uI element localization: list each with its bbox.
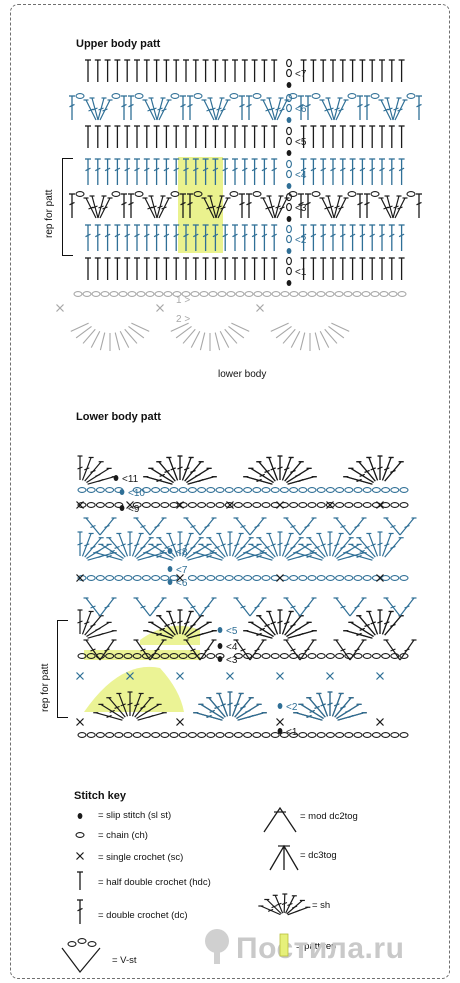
- lower-row-number: <5: [226, 626, 238, 637]
- lower-row-number: <6: [176, 578, 188, 589]
- watermark-text: Постила.ru: [236, 932, 405, 965]
- lower-row-11-shells: [77, 455, 404, 485]
- upper-row-1: [85, 257, 405, 280]
- svg-text:2 >: 2 >: [176, 314, 190, 325]
- lower-row-number: <3: [226, 655, 238, 666]
- key-label-mod-dc2tog: = mod dc2tog: [300, 811, 358, 822]
- upper-row-2: [85, 224, 405, 251]
- upper-chart-title: Upper body patt: [76, 38, 161, 50]
- key-label-hdc: = half double crochet (hdc): [98, 877, 211, 888]
- upper-turning-chain: <1 <2 <3 <4 <5 <6 <7: [286, 58, 307, 286]
- upper-row-7: [85, 59, 405, 82]
- key-label-shell: = sh: [312, 900, 331, 911]
- upper-row-number: <2: [295, 235, 307, 246]
- stitch-key-title: Stitch key: [74, 790, 126, 802]
- lower-patt-rep-highlight: [84, 625, 200, 712]
- lower-chart-title: Lower body patt: [76, 411, 161, 423]
- lower-row-number: <11: [122, 474, 139, 485]
- upper-row-4: [85, 158, 405, 185]
- upper-lower-body-preview: 1 > 2 >: [56, 291, 407, 351]
- key-label-single-crochet: = single crochet (sc): [98, 852, 184, 863]
- stitch-key-symbols: [61, 806, 311, 973]
- lower-body-label: lower body: [218, 369, 267, 380]
- lower-row-8-shells: [77, 531, 404, 561]
- lower-row-number: <4: [226, 642, 238, 653]
- panel-frame: [10, 4, 450, 979]
- upper-row-3: [69, 191, 422, 219]
- lower-row-9-10: [76, 487, 417, 536]
- upper-row-5: [85, 125, 405, 148]
- lower-row-2-shells: [76, 691, 384, 726]
- lower-row-number: <1: [286, 727, 298, 738]
- key-label-slip-stitch: = slip stitch (sl st): [98, 810, 172, 821]
- lower-row-number: <10: [128, 488, 145, 499]
- lower-row-6-7: [76, 574, 417, 617]
- upper-rep-bracket: [62, 158, 73, 256]
- lower-rep-bracket: [57, 620, 68, 718]
- upper-row-number: <7: [295, 69, 307, 80]
- upper-row-number: <5: [295, 137, 307, 148]
- upper-row-number: <6: [295, 104, 307, 115]
- upper-patt-rep-highlight: [178, 157, 223, 253]
- key-label-dc: = double crochet (dc): [98, 910, 188, 921]
- lower-row-number: <8: [176, 547, 188, 558]
- key-label-dc3tog: = dc3tog: [300, 850, 337, 861]
- lower-row-numbers: <1 <2 <3 <4 <5 <6 <7 <8 <9 <10 <11: [113, 474, 298, 738]
- svg-text:1 >: 1 >: [176, 295, 190, 306]
- upper-row-number: <1: [295, 267, 307, 278]
- key-label-chain: = chain (ch): [98, 830, 148, 841]
- lower-row-3-4: [76, 639, 417, 680]
- key-label-v-st: = V-st: [112, 955, 137, 966]
- lower-row-number: <2: [286, 702, 298, 713]
- lower-foundation-chain: [77, 732, 409, 738]
- upper-row-number: <3: [295, 203, 307, 214]
- upper-row-number: <4: [295, 170, 307, 181]
- lower-row-number: <9: [128, 504, 140, 515]
- key-label-patt-rep: = patt rep: [296, 941, 337, 952]
- upper-row-6: [69, 93, 422, 121]
- lower-row-number: <7: [176, 565, 188, 576]
- lower-row-5-shells: [77, 609, 404, 639]
